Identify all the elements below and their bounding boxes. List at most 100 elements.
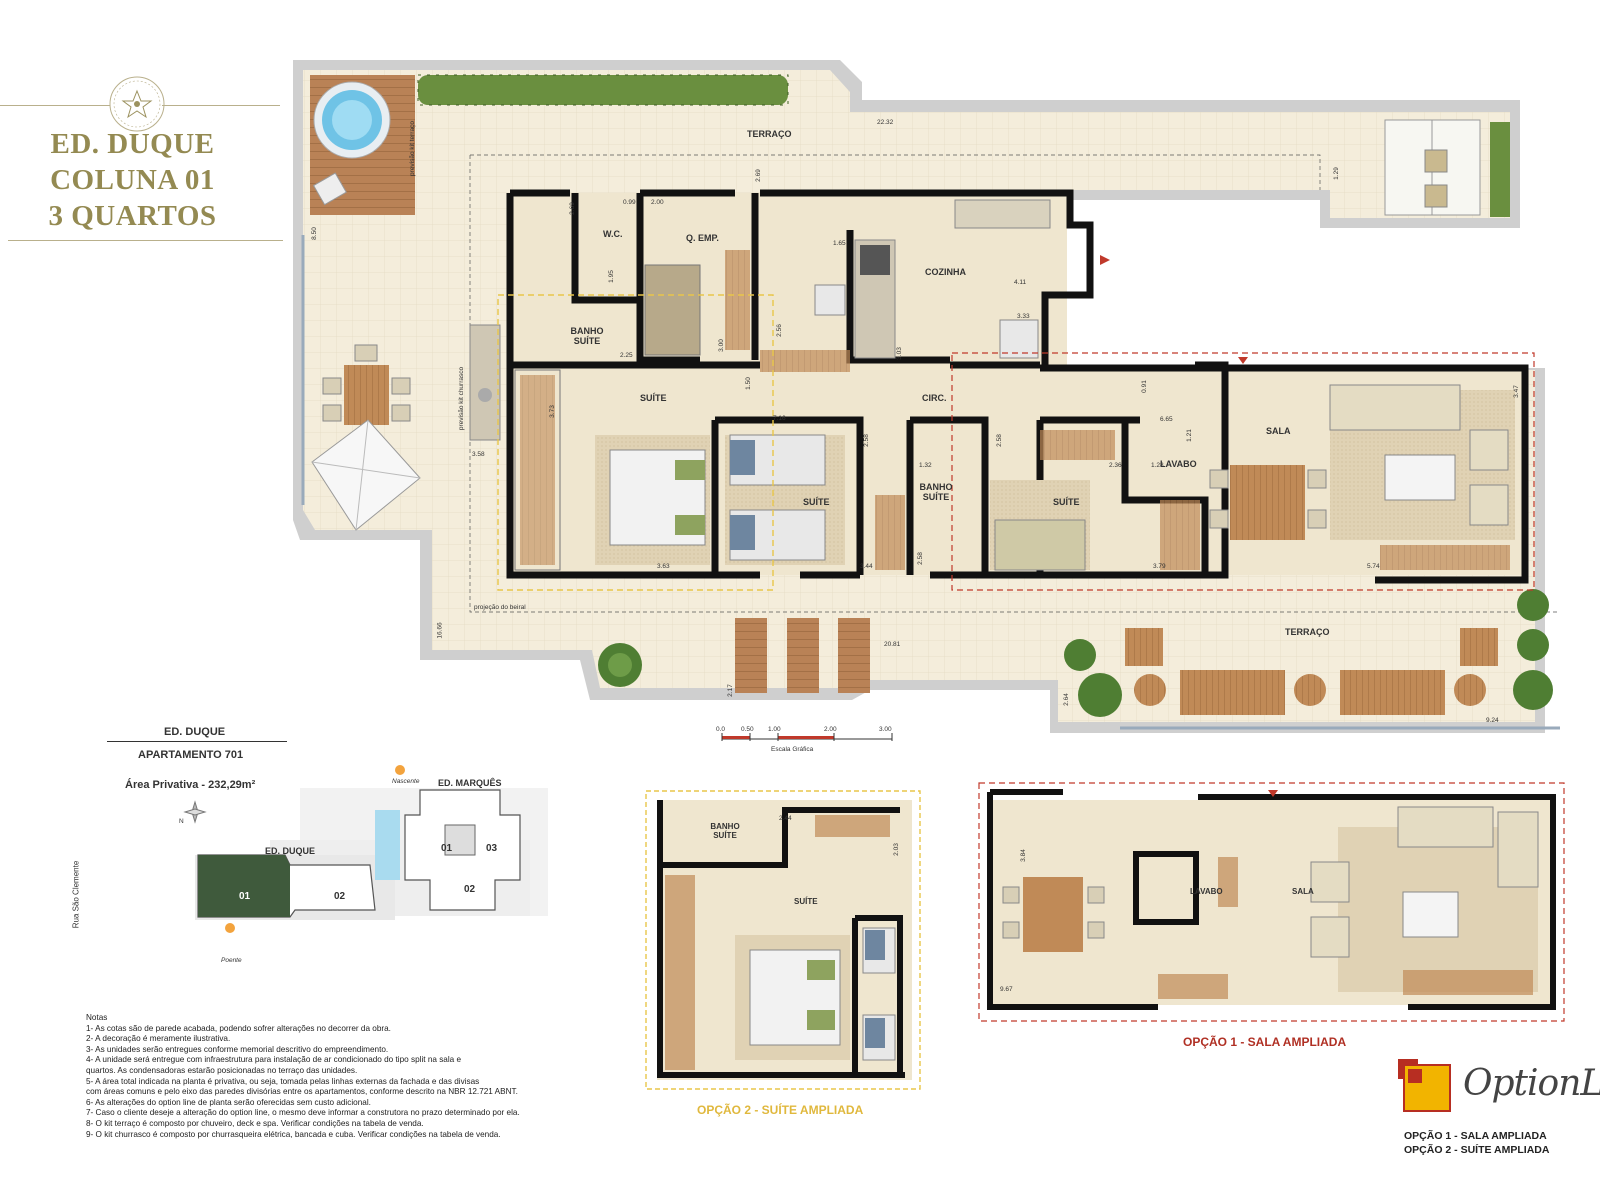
title-line-1: ED. DUQUE (50, 128, 215, 160)
hedge-top (417, 74, 789, 106)
info-rule (107, 741, 287, 742)
scale-bar (720, 725, 900, 749)
dimension: 3.73 (548, 405, 556, 418)
dimension: 3.79 (1153, 563, 1166, 570)
note-line: quartos. As condensadoras estarão posici… (86, 1065, 358, 1075)
site-north: N (179, 818, 184, 825)
note-line: 1- As cotas são de parede acabada, poden… (86, 1023, 391, 1033)
dimension: 9.24 (1486, 717, 1499, 724)
room-lavabo: LAVABO (1160, 459, 1197, 469)
info-area: Área Privativa - 232,29m² (125, 779, 256, 791)
site-unit-duque-02: 02 (334, 891, 346, 902)
optionline-legend-2: OPÇÃO 2 - SUÍTE AMPLIADA (1404, 1144, 1550, 1156)
dimension: 6.65 (1160, 416, 1173, 423)
scale-label: Escala Gráfica (771, 746, 814, 753)
site-nascente: Nascente (392, 778, 420, 785)
note-line: 8- O kit terraço é composto por chuveiro… (86, 1118, 424, 1128)
room-terraco-bottom: TERRAÇO (1285, 627, 1330, 637)
note-line: 4- A unidade será entregue com infraestr… (86, 1055, 462, 1065)
dimension: 0.91 (1140, 380, 1148, 393)
dimension: 3.03 (895, 347, 903, 360)
dimension: 3.33 (1017, 313, 1030, 320)
room-wc: W.C. (603, 229, 623, 239)
dimension: 5.74 (1367, 563, 1380, 570)
dimension: 3.44 (860, 563, 873, 570)
site-map (100, 760, 550, 960)
dimension: 2.58 (995, 434, 1003, 447)
site-ed-marques: ED. MARQUÊS (438, 778, 502, 788)
room-suite-2: SUÍTE (803, 497, 830, 507)
scale-tick: 1.00 (768, 726, 781, 733)
dimension: 3.63 (657, 563, 670, 570)
site-street: Rua São Clemente (71, 860, 81, 929)
note-line: 9- O kit churrasco é composto por churra… (86, 1129, 501, 1139)
dimension: 1.29 (1332, 167, 1340, 180)
dimension: 20.81 (884, 641, 901, 648)
title-rule-bottom (8, 240, 283, 241)
dimension: 1.21 (1185, 429, 1193, 442)
scale-tick: 3.00 (879, 726, 892, 733)
dimension: 2.58 (862, 434, 870, 447)
dimension: 1.95 (607, 270, 615, 283)
site-ed-duque: ED. DUQUE (265, 846, 316, 856)
dimension: 2.69 (568, 202, 576, 215)
dimension: 8.50 (310, 227, 318, 240)
dimension: 2.56 (775, 324, 783, 337)
site-unit-marques-01: 01 (441, 843, 453, 854)
note-line: 5- A área total indicada na planta é pri… (86, 1076, 480, 1086)
title-line-3: 3 QUARTOS (48, 200, 217, 232)
dimension: 2.69 (754, 169, 762, 182)
room-suite-1: SUÍTE (640, 393, 667, 403)
option2-dimension: 2.44 (779, 815, 792, 822)
note-line: 3- As unidades serão entregues conforme … (86, 1044, 389, 1054)
annotation-kit-terraco: previsão kit terraço (408, 121, 416, 176)
dimension: 1.28 (1151, 462, 1164, 469)
dimension: 22.32 (877, 119, 894, 126)
annotation-kit-churrasco: previsão kit churrasco (458, 366, 466, 431)
room-banho-suite-1: BANHO SUÍTE (570, 326, 604, 346)
room-cozinha: COZINHA (925, 267, 966, 277)
option2-dimension: 2.03 (892, 843, 900, 856)
dimension: 2.58 (916, 552, 924, 565)
dimension: 1.50 (744, 377, 752, 390)
annotation-beiral: projeção do beiral (474, 604, 526, 611)
option2-room-suite: SUÍTE (794, 897, 818, 906)
option1-plan (978, 782, 1565, 1022)
option2-caption: OPÇÃO 2 - SUÍTE AMPLIADA (697, 1103, 864, 1117)
room-suite-3: SUÍTE (1053, 497, 1080, 507)
option1-dimension: 9.67 (1000, 986, 1013, 993)
option1-room-lavabo: LAVABO (1190, 887, 1223, 896)
site-unit-duque-01: 01 (239, 891, 251, 902)
notes-heading: Notas (86, 1013, 108, 1022)
option2-plan (645, 790, 921, 1090)
info-apartment: APARTAMENTO 701 (138, 749, 244, 761)
dimension: 1.65 (833, 240, 846, 247)
scale-tick: 2.00 (824, 726, 837, 733)
dimension: 2.25 (620, 352, 633, 359)
crest-rule-right (162, 105, 280, 106)
crest-logo (108, 75, 166, 133)
dimension: 16.66 (436, 622, 444, 639)
notes: Notas 1- As cotas são de parede acabada,… (86, 1013, 646, 1140)
site-poente: Poente (221, 957, 242, 964)
dimension: 0.99 (623, 199, 636, 206)
note-line: com áreas comuns e pelo eixo das paredes… (86, 1087, 518, 1097)
note-line: 2- A decoração é meramente ilustrativa. (86, 1034, 231, 1044)
room-q-emp: Q. EMP. (686, 233, 719, 243)
scale-tick: 0.50 (741, 726, 754, 733)
room-sala: SALA (1266, 426, 1291, 436)
floor-plan (293, 60, 1560, 733)
dimension: 3.47 (1512, 385, 1520, 398)
note-line: 7- Caso o cliente deseje a alteração do … (86, 1108, 520, 1118)
dimension: 7.16 (773, 415, 786, 422)
note-line: 6- As alterações do option line de plant… (86, 1097, 371, 1107)
dimension: 2.00 (651, 199, 664, 206)
option2-room-banho-suite: BANHO SUÍTE (710, 822, 740, 840)
optionline-logo-text: OptionLine (1463, 1063, 1600, 1104)
info-building: ED. DUQUE (164, 726, 226, 738)
dimension: 3.58 (472, 451, 485, 458)
optionline-logo-mark (1398, 1059, 1452, 1113)
dimension: 4.11 (1014, 279, 1027, 286)
dimension: 2.17 (726, 684, 734, 697)
option1-room-sala: SALA (1292, 887, 1314, 896)
